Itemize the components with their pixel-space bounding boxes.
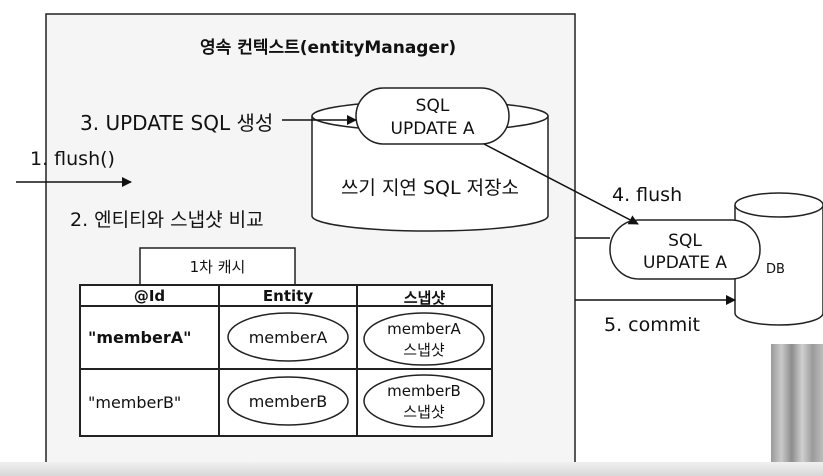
bottom-bar xyxy=(0,462,823,476)
row-a-snapshot-line2: 스냅샷 xyxy=(403,341,445,359)
row-a-entity: memberA xyxy=(248,328,328,347)
video-thumbnail xyxy=(771,344,823,476)
row-b-id: "memberB" xyxy=(88,393,182,412)
row-b-snapshot-line1: memberB xyxy=(387,382,461,400)
store-sql-line2: UPDATE A xyxy=(390,119,475,139)
row-a-snapshot-line1: memberA xyxy=(387,320,461,338)
context-title: 영속 컨텍스트(entityManager) xyxy=(200,38,457,58)
header-id: @Id xyxy=(133,287,166,305)
snapshot-ellipse-a xyxy=(363,312,485,366)
step-update-sql: 3. UPDATE SQL 생성 xyxy=(80,111,274,135)
row-a-id: "memberA" xyxy=(88,328,192,347)
flush-arrow xyxy=(483,143,639,225)
cache-title: 1차 캐시 xyxy=(189,258,246,276)
entity-ellipse-b xyxy=(227,376,349,426)
db-sql-line2: UPDATE A xyxy=(643,253,727,273)
row-b-snapshot-line2: 스냅샷 xyxy=(403,403,445,421)
db-label: DB xyxy=(766,262,785,277)
step-compare: 2. 엔티티와 스냅샷 비교 xyxy=(70,209,264,231)
entity-ellipse-a xyxy=(227,312,349,362)
db-sql-pill xyxy=(609,219,761,280)
step-flush-call: 1. flush() xyxy=(30,148,115,170)
row-b-entity: memberB xyxy=(248,392,328,411)
store-sql-line1: SQL xyxy=(415,96,450,116)
cache-title-box xyxy=(139,247,296,286)
header-entity: Entity xyxy=(262,287,314,305)
step-commit: 5. commit xyxy=(604,314,700,336)
header-snapshot: 스냅샷 xyxy=(403,289,446,307)
snapshot-ellipse-b xyxy=(363,374,485,428)
step-flush: 4. flush xyxy=(612,184,683,206)
write-store-label: 쓰기 지연 SQL 저장소 xyxy=(340,177,520,199)
db-sql-line1: SQL xyxy=(668,231,702,251)
